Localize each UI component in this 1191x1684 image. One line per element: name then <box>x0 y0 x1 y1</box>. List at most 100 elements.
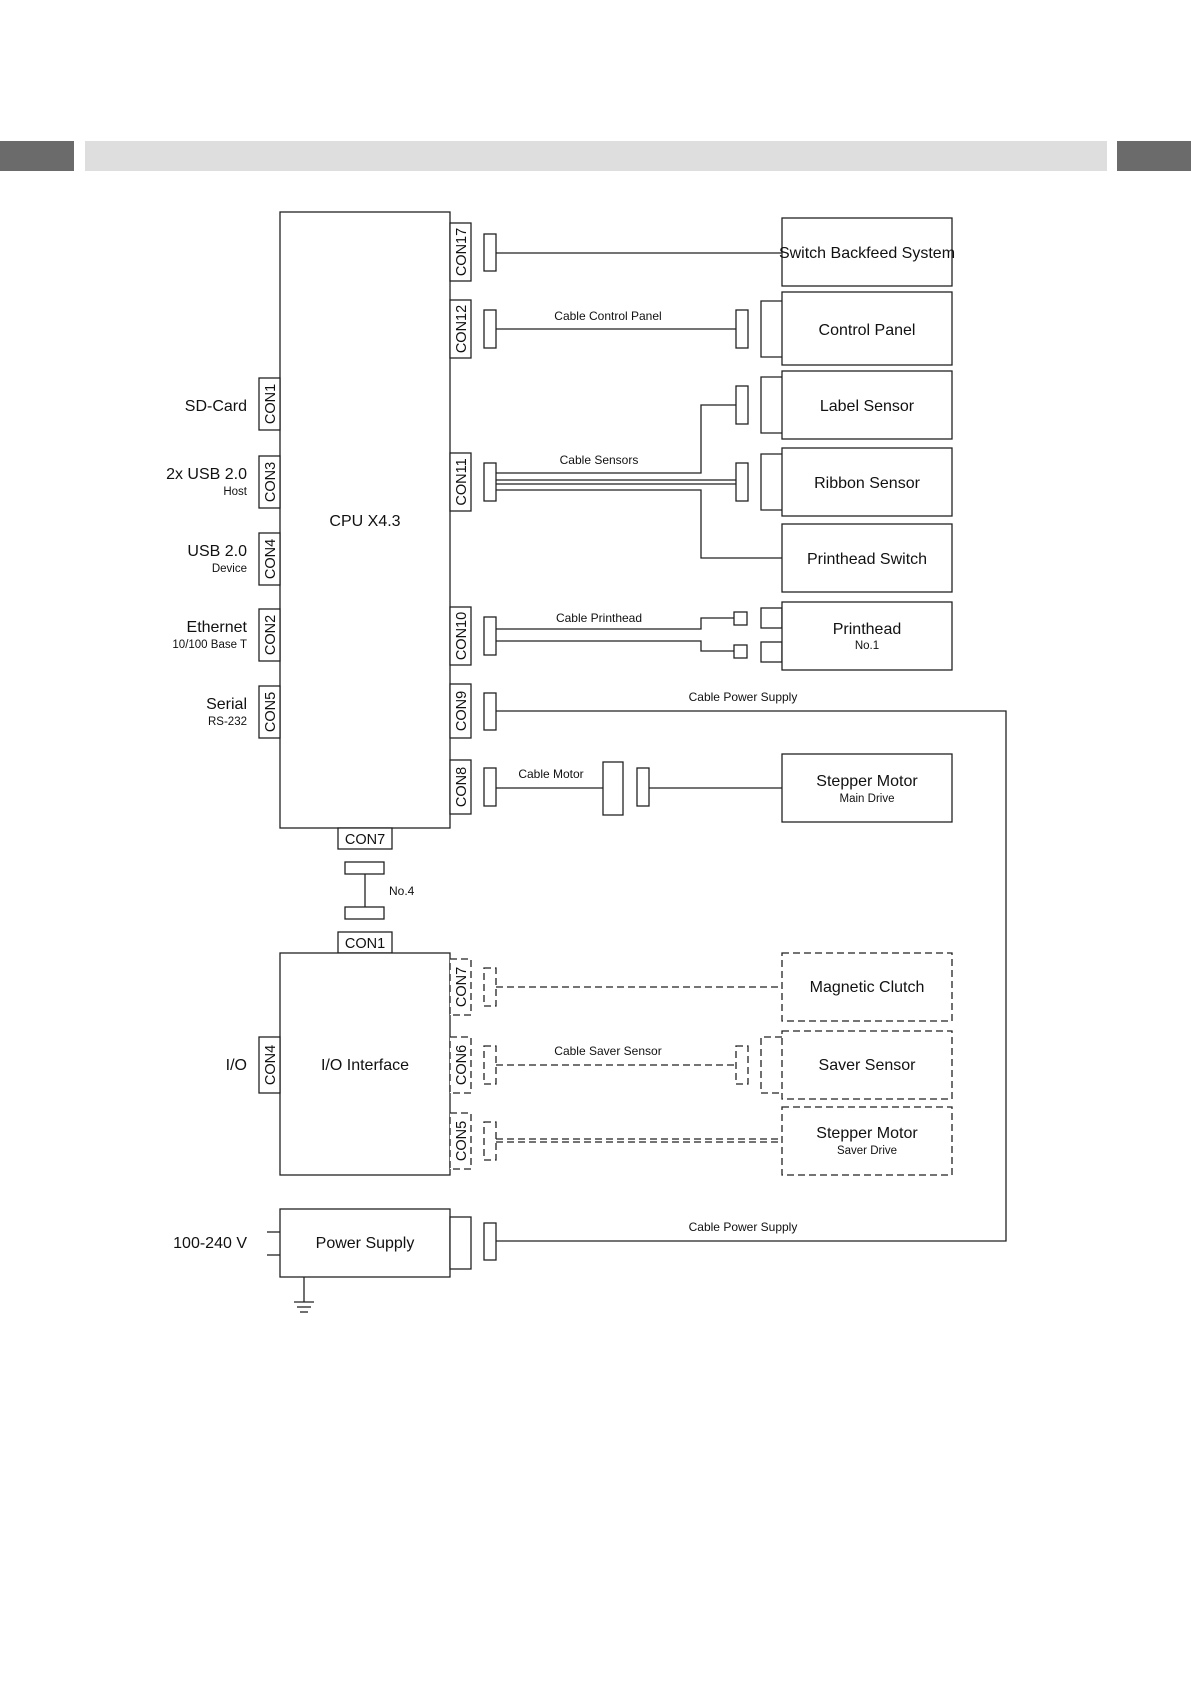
sd-card-label: SD-Card <box>185 398 247 415</box>
svg-text:CON7: CON7 <box>345 832 385 848</box>
cpu-con1: CON1 <box>258 377 281 431</box>
cpu-con11: CON11 <box>449 452 472 512</box>
power-input-label: 100-240 V <box>173 1235 247 1252</box>
cpu-board: CPU X4.3 <box>279 211 451 829</box>
io-external-label: I/O <box>226 1057 247 1074</box>
io-right-connectors: CON7 CON6 CON5 <box>449 958 472 1170</box>
printhead-switch-box: Printhead Switch <box>781 523 953 593</box>
usb-device-label: USB 2.0 <box>187 543 247 560</box>
svg-text:CON6: CON6 <box>454 1045 470 1085</box>
io-board: I/O Interface <box>279 952 451 1176</box>
control-panel-box: Control Panel <box>781 291 953 366</box>
cpu-right-connectors: CON17 CON12 CON11 CON10 CON9 CON8 <box>449 222 472 815</box>
cable-printhead-label: Cable Printhead <box>556 611 642 625</box>
svg-text:Saver Sensor: Saver Sensor <box>819 1057 917 1074</box>
ethernet-label: Ethernet <box>187 619 248 636</box>
header-tab-left <box>0 141 74 171</box>
power-supply-board: Power Supply 100-240 V <box>173 1208 472 1278</box>
stepper-main-box: Stepper Motor Main Drive <box>781 753 953 823</box>
cable-power-supply-bottom-label: Cable Power Supply <box>689 1220 798 1234</box>
cpu-con17: CON17 <box>449 222 472 282</box>
link-no4-label: No.4 <box>389 884 415 898</box>
svg-text:Stepper Motor: Stepper Motor <box>816 1125 918 1142</box>
svg-text:Switch Backfeed System: Switch Backfeed System <box>779 245 955 262</box>
switch-backfeed-box: Switch Backfeed System <box>779 217 955 287</box>
cable-motor-label: Cable Motor <box>518 767 583 781</box>
svg-text:CON12: CON12 <box>454 305 470 353</box>
svg-text:Printhead: Printhead <box>833 621 902 638</box>
cable-saver-sensor-label: Cable Saver Sensor <box>554 1044 661 1058</box>
interface-labels: SD-Card 2x USB 2.0 Host USB 2.0 Device E… <box>166 398 248 728</box>
cpu-left-connectors: CON1 CON3 CON4 CON2 CON5 <box>258 377 281 739</box>
svg-text:Main Drive: Main Drive <box>840 793 895 805</box>
cable-motor: Cable Motor <box>483 761 782 816</box>
cpu-con5: CON5 <box>258 685 281 739</box>
usb-device-sub: Device <box>212 563 247 575</box>
cpu-con4: CON4 <box>258 532 281 586</box>
svg-text:CON7: CON7 <box>454 967 470 1007</box>
cable-printhead: Cable Printhead <box>483 607 783 663</box>
serial-sub: RS-232 <box>208 716 247 728</box>
io-con7: CON7 <box>449 958 472 1016</box>
io-con6: CON6 <box>449 1036 472 1094</box>
cpu-con9: CON9 <box>449 683 472 739</box>
header-tab-right <box>1117 141 1191 171</box>
serial-label: Serial <box>206 696 247 713</box>
io-con5: CON5 <box>449 1112 472 1170</box>
usb-host-sub: Host <box>223 486 247 498</box>
cpu-con12: CON12 <box>449 299 472 359</box>
io-con1: CON1 <box>337 931 393 954</box>
saver-sensor-box: Saver Sensor <box>781 1030 953 1100</box>
magnetic-clutch-box: Magnetic Clutch <box>781 952 953 1022</box>
page-header <box>0 141 1191 171</box>
io-con4: CON4 <box>258 1036 281 1094</box>
cable-power-supply: Cable Power Supply Cable Power Supply <box>483 690 1007 1261</box>
power-supply-label: Power Supply <box>316 1235 415 1252</box>
svg-text:Magnetic Clutch: Magnetic Clutch <box>810 979 925 996</box>
svg-text:No.1: No.1 <box>855 640 879 652</box>
svg-text:CON1: CON1 <box>263 384 279 424</box>
label-sensor-box: Label Sensor <box>781 370 953 440</box>
cable-control-panel-label: Cable Control Panel <box>554 309 661 323</box>
cpu-con8: CON8 <box>449 759 472 815</box>
cpu-con3: CON3 <box>258 455 281 509</box>
svg-text:CON5: CON5 <box>263 692 279 732</box>
svg-text:CON17: CON17 <box>454 228 470 276</box>
cable-sensors-label: Cable Sensors <box>560 453 639 467</box>
svg-text:CON4: CON4 <box>263 1045 279 1085</box>
io-label: I/O Interface <box>321 1057 409 1074</box>
svg-text:CON2: CON2 <box>263 615 279 655</box>
cpu-con7: CON7 <box>337 827 393 850</box>
svg-text:CON9: CON9 <box>454 691 470 731</box>
ethernet-sub: 10/100 Base T <box>172 639 247 651</box>
svg-text:CON8: CON8 <box>454 767 470 807</box>
svg-text:CON4: CON4 <box>263 539 279 579</box>
usb-host-label: 2x USB 2.0 <box>166 466 247 483</box>
cable-backfeed <box>483 233 782 272</box>
svg-text:Ribbon Sensor: Ribbon Sensor <box>814 475 921 492</box>
svg-text:Saver Drive: Saver Drive <box>837 1145 897 1157</box>
svg-text:Label Sensor: Label Sensor <box>820 398 915 415</box>
cpu-label: CPU X4.3 <box>329 513 400 530</box>
cable-magnetic-clutch <box>483 967 782 1007</box>
printhead-box: Printhead No.1 <box>781 601 953 671</box>
cpu-con10: CON10 <box>449 606 472 666</box>
cpu-con2: CON2 <box>258 608 281 662</box>
header-bar <box>85 141 1107 171</box>
link-no4: No.4 <box>344 861 415 920</box>
cable-saver-sensor: Cable Saver Sensor <box>483 1036 782 1094</box>
svg-text:CON10: CON10 <box>454 612 470 660</box>
cable-stepper-saver <box>483 1121 782 1161</box>
svg-text:CON3: CON3 <box>263 462 279 502</box>
svg-text:Printhead Switch: Printhead Switch <box>807 551 927 568</box>
cable-power-supply-top-label: Cable Power Supply <box>689 690 798 704</box>
svg-text:CON5: CON5 <box>454 1121 470 1161</box>
cable-control-panel: Cable Control Panel <box>483 300 782 358</box>
cable-sensors: Cable Sensors <box>483 376 782 559</box>
svg-text:CON1: CON1 <box>345 936 385 952</box>
ground-icon <box>294 1277 314 1313</box>
svg-text:CON11: CON11 <box>454 458 470 505</box>
svg-text:Stepper Motor: Stepper Motor <box>816 773 918 790</box>
